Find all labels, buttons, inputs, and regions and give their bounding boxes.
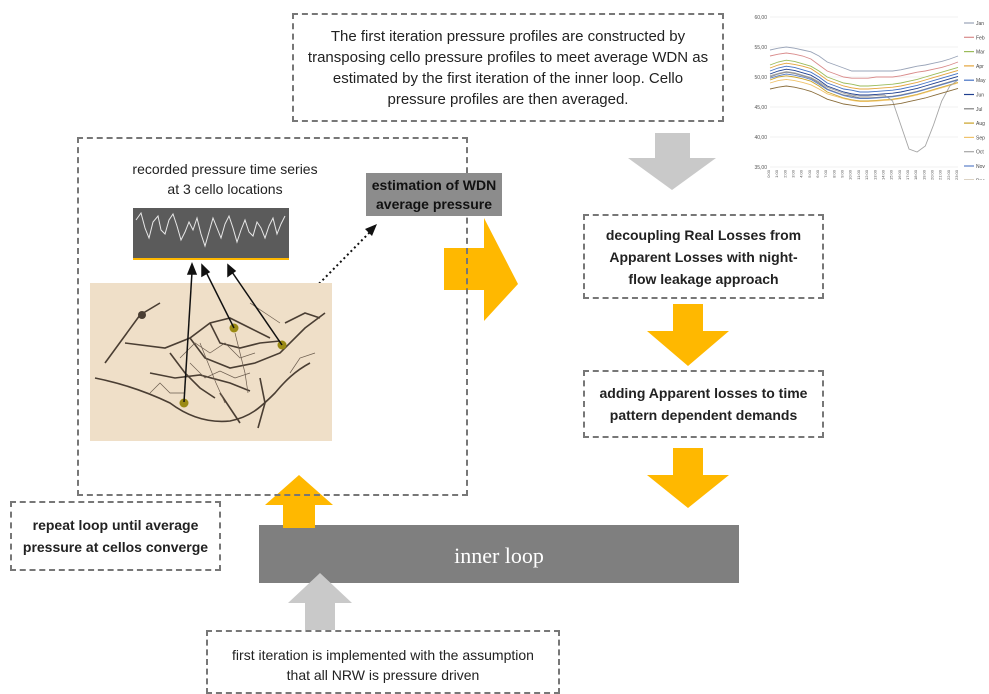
legend-label: Nov	[976, 164, 985, 170]
time-series-plot	[133, 211, 289, 260]
first-iteration-box: first iteration is implemented with the …	[206, 630, 560, 694]
cello-region-box	[77, 137, 468, 496]
x-tick-label: 13:00	[872, 169, 877, 180]
down-arrow-1	[647, 304, 729, 366]
adding-box: adding Apparent losses to time pattern d…	[583, 370, 824, 438]
x-tick-label: 1:00	[774, 169, 779, 178]
top-down-arrow	[628, 133, 716, 190]
series-line-oct	[769, 71, 959, 153]
x-tick-label: 10:00	[848, 169, 853, 180]
x-tick-label: 18:00	[913, 169, 918, 180]
legend-label: Jan	[976, 21, 984, 27]
series-line-aug	[769, 75, 959, 102]
first-iteration-label: first iteration is implemented with the …	[232, 647, 534, 683]
estimation-box: estimation of WDN average pressure	[366, 173, 502, 216]
legend-label: Jun	[976, 93, 984, 99]
legend-label: Apr	[976, 64, 984, 70]
series-line-jan	[769, 46, 959, 72]
decoupling-label: decoupling Real Losses from Apparent Los…	[605, 226, 802, 287]
series-line-sep	[769, 78, 959, 103]
recorded-label: recorded pressure time series at 3 cello…	[132, 161, 318, 197]
x-tick-label: 14:00	[880, 169, 885, 180]
x-tick-label: 3:00	[791, 169, 796, 178]
y-tick-label: 50,00	[754, 75, 767, 81]
x-tick-label: 6:00	[815, 169, 820, 178]
x-tick-label: 0:00	[766, 169, 771, 178]
x-tick-label: 19:00	[921, 169, 926, 180]
estimation-label: estimation of WDN average pressure	[371, 176, 497, 212]
x-tick-label: 23:00	[954, 169, 959, 180]
legend-label: Mar	[976, 50, 985, 56]
x-tick-label: 21:00	[938, 169, 943, 180]
x-tick-label: 2:00	[782, 169, 787, 178]
first-iteration-up-arrow	[288, 573, 352, 632]
dotted-arrowhead	[365, 224, 377, 236]
series-line-jun	[769, 68, 959, 96]
inner-loop-bar	[259, 525, 739, 583]
y-tick-label: 55,00	[754, 45, 767, 51]
series-line-mar	[769, 59, 959, 87]
series-line-may	[769, 65, 959, 93]
x-tick-label: 4:00	[799, 169, 804, 178]
x-tick-label: 12:00	[864, 169, 869, 180]
network-map-drawing	[94, 302, 326, 429]
legend-label: May	[976, 78, 986, 84]
y-tick-label: 35,00	[754, 165, 767, 171]
x-tick-label: 16:00	[897, 169, 902, 180]
x-tick-label: 17:00	[905, 169, 910, 180]
series-line-nov	[769, 73, 959, 100]
repeat-label: repeat loop until average pressure at ce…	[22, 517, 209, 555]
series-line-apr	[769, 62, 959, 90]
top-note-text: The first iteration pressure profiles ar…	[307, 27, 709, 108]
main-right-arrow	[444, 218, 518, 321]
x-tick-label: 20:00	[929, 169, 934, 180]
y-tick-label: 45,00	[754, 105, 767, 111]
y-tick-label: 40,00	[754, 135, 767, 141]
repeat-box: repeat loop until average pressure at ce…	[10, 501, 221, 571]
x-tick-label: 9:00	[840, 169, 845, 178]
x-tick-label: 8:00	[831, 169, 836, 178]
legend-label: Aug	[976, 121, 985, 127]
x-tick-label: 22:00	[946, 169, 951, 180]
top-note-box: The first iteration pressure profiles ar…	[292, 13, 724, 122]
x-tick-label: 15:00	[889, 169, 894, 180]
x-tick-label: 7:00	[823, 169, 828, 178]
loop-up-arrow	[265, 475, 333, 528]
x-tick-label: 5:00	[807, 169, 812, 178]
series-line-jul	[769, 71, 959, 99]
legend-label: Feb	[976, 35, 985, 41]
series-line-feb	[769, 52, 959, 79]
legend-label: Sep	[976, 135, 985, 141]
legend-label: Jul	[976, 107, 982, 113]
legend-label: Dec	[976, 178, 985, 180]
decoupling-box: decoupling Real Losses from Apparent Los…	[583, 214, 824, 299]
adding-label: adding Apparent losses to time pattern d…	[599, 385, 808, 423]
y-tick-label: 60,00	[754, 15, 767, 21]
inner-loop-label: inner loop	[454, 543, 544, 568]
series-line-dec	[769, 85, 959, 107]
pressure-time-series	[133, 208, 289, 260]
down-arrow-2	[647, 448, 729, 508]
legend-label: Oct	[976, 150, 984, 156]
network-map	[90, 283, 332, 441]
x-tick-label: 11:00	[856, 169, 861, 179]
